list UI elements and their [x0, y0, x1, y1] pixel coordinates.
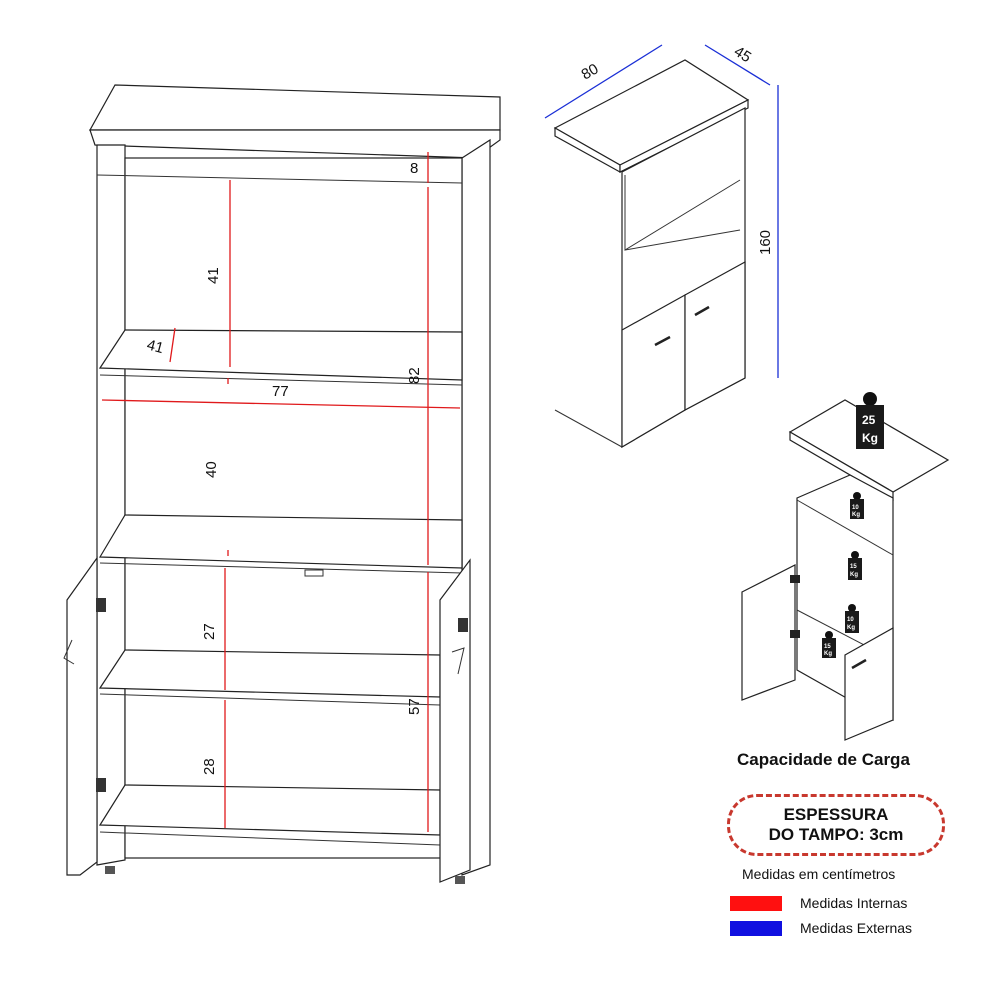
- dim-shelf-depth: 41: [145, 336, 166, 357]
- thickness-note: ESPESSURA DO TAMPO: 3cm: [727, 794, 945, 856]
- units-note: Medidas em centímetros: [742, 866, 896, 882]
- svg-text:Kg: Kg: [847, 625, 855, 631]
- svg-text:Kg: Kg: [862, 431, 878, 445]
- svg-text:10: 10: [847, 617, 854, 623]
- door-handle-icon: [451, 647, 465, 675]
- dim-depth: 45: [731, 43, 754, 66]
- weight-15kg-icon: 15 Kg: [822, 631, 836, 658]
- dim-middle-shelf-height: 40: [203, 461, 220, 478]
- legend-label-internal: Medidas Internas: [800, 895, 908, 911]
- dim-cabinet-lower-height: 28: [201, 758, 218, 775]
- door-handle-icon: [63, 639, 75, 665]
- dim-height: 160: [757, 230, 774, 255]
- dim-upper-section-height: 82: [406, 367, 423, 384]
- middle-shelf: [98, 514, 463, 569]
- weight-10kg-icon: 10 Kg: [845, 604, 859, 633]
- back-panel: [124, 157, 463, 859]
- legend-label-external: Medidas Externas: [800, 920, 913, 936]
- load-left-door: [741, 564, 796, 701]
- legend-swatch-external: [730, 921, 782, 936]
- left-side-panel: [96, 144, 126, 866]
- legend-swatch-internal: [730, 896, 782, 911]
- front-view: 8 41 41 82 77 40 27 28 57: [63, 84, 501, 884]
- dim-top-gap: 8: [410, 160, 418, 177]
- thickness-note-line1: ESPESSURA: [783, 805, 889, 824]
- svg-text:10: 10: [852, 505, 859, 511]
- dim-cabinet-upper-height: 27: [201, 623, 218, 640]
- svg-text:15: 15: [824, 644, 831, 650]
- right-door-open: [439, 558, 471, 883]
- dim-cabinet-section-height: 57: [406, 698, 423, 715]
- upper-shelf: [98, 329, 463, 381]
- hinge-icon: [96, 598, 106, 612]
- iso-view: 80 45 160: [544, 43, 779, 449]
- weight-15kg-icon: 15 Kg: [848, 551, 862, 580]
- thickness-note-line2: DO TAMPO: 3cm: [768, 825, 904, 844]
- load-right-door: [844, 626, 894, 741]
- load-capacity-caption: Capacidade de Carga: [737, 750, 910, 769]
- top-board: [88, 84, 501, 131]
- weight-25kg-icon: 25 Kg: [856, 392, 884, 449]
- dim-internal-width: 77: [272, 383, 289, 400]
- cabinet-shelf: [98, 649, 441, 698]
- svg-text:Kg: Kg: [852, 512, 860, 518]
- svg-text:15: 15: [850, 564, 857, 570]
- svg-text:Kg: Kg: [824, 651, 832, 657]
- left-door-open: [66, 556, 98, 876]
- weight-10kg-icon: 10 Kg: [850, 492, 864, 519]
- hinge-icon: [458, 618, 468, 632]
- hinge-icon: [96, 778, 106, 792]
- load-view: 25 Kg 10 Kg 15 Kg 10 Kg 15 Kg: [741, 392, 950, 741]
- svg-text:Kg: Kg: [850, 572, 858, 578]
- dim-width: 80: [579, 60, 602, 83]
- svg-text:25: 25: [862, 413, 876, 427]
- top-board-edge: [89, 129, 501, 159]
- iso-right-door: [684, 260, 746, 411]
- dim-upper-shelf-height: 41: [205, 267, 222, 284]
